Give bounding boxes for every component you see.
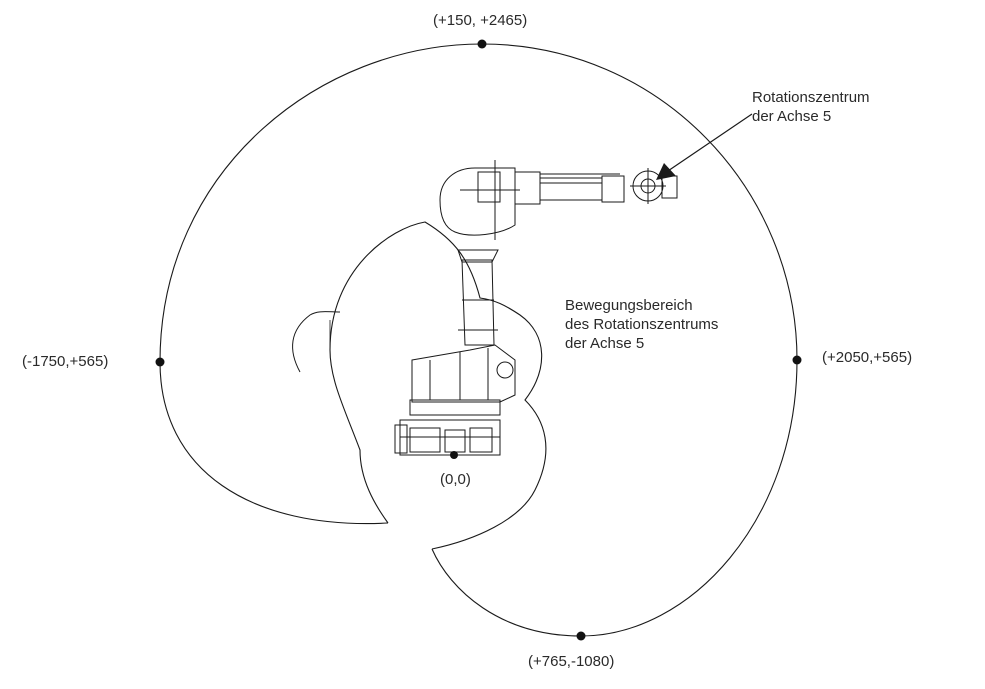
outer-envelope-arc — [159, 43, 798, 637]
point-bottom-marker — [576, 631, 586, 641]
range-annotation: Bewegungsbereich des Rotationszentrums d… — [565, 296, 718, 353]
point-origin-marker — [450, 451, 458, 459]
rotation-center-annotation: Rotationszentrum der Achse 5 — [752, 88, 870, 126]
point-origin-label: (0,0) — [440, 471, 471, 488]
inner-envelope-arc — [329, 221, 547, 550]
point-bottom-label: (+765,-1080) — [528, 653, 615, 670]
rotation-pointer-arrowhead — [656, 163, 676, 180]
range-line2: des Rotationszentrums — [565, 316, 719, 333]
rotation-pointer-line — [661, 113, 753, 176]
rear-arc — [292, 311, 341, 373]
point-left-marker — [155, 357, 165, 367]
robot-forearm — [514, 171, 625, 205]
point-right-label: (+2050,+565) — [822, 349, 913, 366]
robot-lower-arm — [457, 249, 499, 346]
robot-shoulder — [439, 160, 520, 240]
range-line1: Bewegungsbereich — [565, 297, 693, 314]
range-line3: der Achse 5 — [565, 335, 645, 352]
robot-base — [394, 399, 501, 456]
point-right-marker — [792, 355, 802, 365]
robot-column — [411, 344, 516, 403]
point-top-marker — [477, 39, 487, 49]
point-top-label: (+150, +2465) — [433, 12, 528, 29]
point-left-label: (-1750,+565) — [22, 353, 109, 370]
rotation-center-line1: Rotationszentrum — [752, 89, 870, 106]
rotation-center-line2: der Achse 5 — [752, 108, 832, 125]
